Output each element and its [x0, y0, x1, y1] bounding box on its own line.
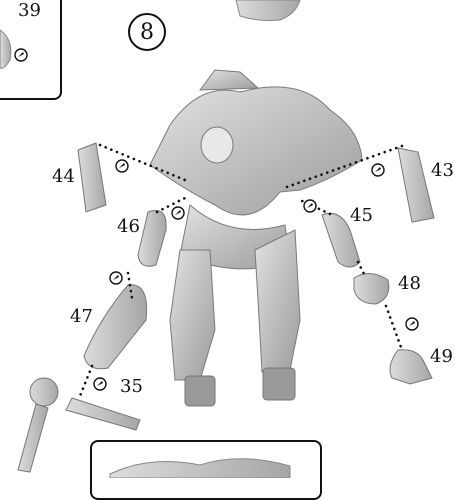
part-label-44: 44	[52, 168, 75, 186]
part-label-35: 35	[120, 378, 143, 396]
part-label-43: 43	[431, 162, 454, 180]
inset-part-fragment	[0, 30, 11, 68]
glue-icon	[406, 318, 418, 330]
glue-icon	[116, 160, 128, 172]
glue-icon	[15, 49, 27, 61]
inset-next-preview	[110, 459, 290, 478]
left-leg	[170, 250, 215, 380]
part-label-48: 48	[398, 275, 421, 293]
skull-detail	[201, 127, 233, 163]
previous-piece-fragment	[236, 0, 300, 21]
guide-49	[386, 306, 402, 350]
diagram-svg	[0, 0, 455, 478]
guide-35	[80, 366, 92, 396]
glue-icon	[110, 272, 122, 284]
part-46-upper-arm	[138, 210, 166, 266]
glue-icon	[172, 207, 184, 219]
glue-icon	[304, 200, 316, 212]
part-43-shoulder-plate	[398, 148, 434, 222]
glue-icon	[372, 164, 384, 176]
part-label-45: 45	[350, 207, 373, 225]
part-47-forearm	[84, 285, 147, 369]
part-label-46: 46	[117, 218, 140, 236]
part-label-47: 47	[70, 308, 93, 326]
part-48-forearm	[354, 273, 389, 304]
part-49-hand	[390, 350, 432, 384]
part-label-49: 49	[430, 348, 453, 366]
glue-icon	[94, 378, 106, 390]
assembly-diagram: 39 8	[0, 0, 455, 478]
right-leg	[255, 230, 300, 372]
part-44-shoulder-plate	[78, 143, 106, 212]
